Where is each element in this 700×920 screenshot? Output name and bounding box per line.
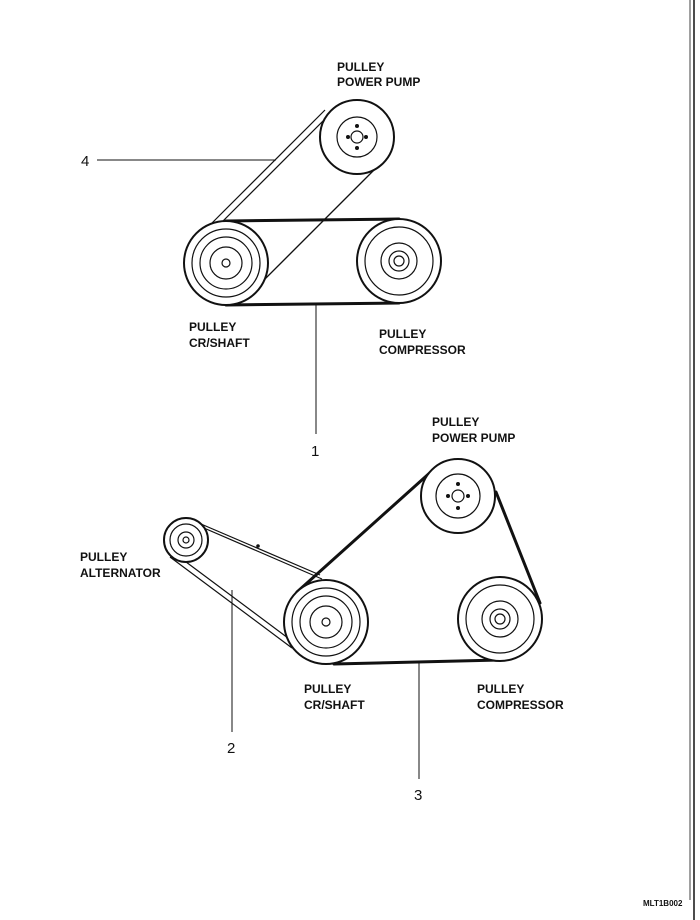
crankshaft-pulley-bottom <box>283 579 369 665</box>
label-compressor-bottom: PULLEY COMPRESSOR <box>477 682 564 712</box>
belt-2 <box>169 517 323 649</box>
callout-3: 3 <box>414 787 422 804</box>
label-crankshaft-top: PULLEY CR/SHAFT <box>189 320 250 350</box>
top-arrangement: PULLEY POWER PUMP PULLEY CR/SHAFT PULLEY… <box>81 60 466 460</box>
label-power-pump-bottom: PULLEY POWER PUMP <box>432 415 515 445</box>
power-pump-pulley-top <box>319 99 395 175</box>
bottom-arrangement: PULLEY POWER PUMP PULLEY ALTERNATOR PULL… <box>80 415 564 804</box>
callout-2: 2 <box>227 740 235 757</box>
label-power-pump-top: PULLEY POWER PUMP <box>337 60 420 89</box>
alternator-pulley <box>163 517 209 563</box>
belt-1 <box>224 217 401 307</box>
compressor-pulley-bottom <box>457 576 543 662</box>
label-crankshaft-bottom: PULLEY CR/SHAFT <box>304 682 365 712</box>
power-pump-pulley-bottom <box>420 458 496 534</box>
belt-4 <box>198 109 385 291</box>
crankshaft-pulley-top <box>183 220 269 306</box>
callout-1: 1 <box>311 443 319 460</box>
callout-4: 4 <box>81 153 89 170</box>
compressor-pulley-top <box>356 218 442 304</box>
label-alternator: PULLEY ALTERNATOR <box>80 550 161 580</box>
belt-3 <box>295 468 542 666</box>
label-compressor-top: PULLEY COMPRESSOR <box>379 327 466 357</box>
figure-code: MLT1B002 <box>643 899 683 908</box>
